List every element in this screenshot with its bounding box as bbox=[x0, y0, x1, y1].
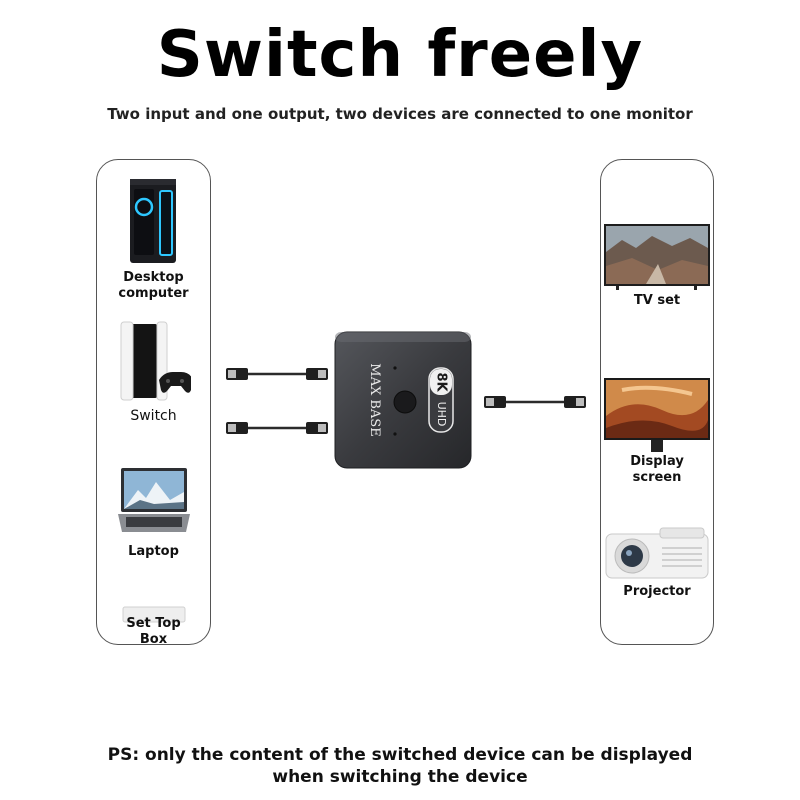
footer-line-1: PS: only the content of the switched dev… bbox=[107, 745, 693, 765]
device-switch: Switch bbox=[97, 408, 210, 424]
hdmi-cable-output bbox=[484, 396, 586, 408]
device-label: Display bbox=[630, 454, 684, 469]
device-label: Laptop bbox=[128, 544, 179, 559]
page-subtitle: Two input and one output, two devices ar… bbox=[107, 105, 693, 123]
device-label: Set Top bbox=[126, 616, 181, 631]
game-console-icon bbox=[120, 321, 191, 401]
monitor-icon bbox=[604, 378, 710, 452]
set-top-box-icon bbox=[122, 606, 186, 623]
device-display-screen: Display screen bbox=[601, 454, 713, 486]
svg-text:MAX BASE: MAX BASE bbox=[367, 363, 382, 436]
device-desktop-computer: Desktop computer bbox=[97, 270, 210, 302]
device-label: Box bbox=[139, 632, 168, 647]
output-devices-panel: TV set Display screen Projector bbox=[600, 159, 714, 645]
device-label: screen bbox=[632, 470, 682, 485]
device-set-top-box: Set Top Box bbox=[97, 616, 210, 648]
svg-text:8K: 8K bbox=[434, 372, 449, 392]
desktop-tower-icon bbox=[130, 179, 176, 263]
page-title: Switch freely bbox=[156, 18, 644, 92]
input-devices-panel: Desktop computer Switch Laptop Set Top B… bbox=[96, 159, 211, 648]
device-label: TV set bbox=[633, 293, 681, 308]
device-label: computer bbox=[118, 286, 189, 301]
brand-label: MAX BASE bbox=[367, 363, 382, 436]
device-projector: Projector bbox=[601, 584, 713, 600]
hdmi-switch-device: MAX BASE 8K UHD bbox=[334, 331, 472, 469]
hdmi-cable-input-1 bbox=[226, 368, 328, 380]
device-label: Switch bbox=[130, 408, 177, 424]
footer-note: PS: only the content of the switched dev… bbox=[0, 744, 800, 788]
footer-line-2: when switching the device bbox=[272, 767, 528, 787]
device-laptop: Laptop bbox=[97, 544, 210, 560]
svg-text:UHD: UHD bbox=[435, 402, 448, 427]
device-label: Projector bbox=[623, 584, 691, 599]
device-tv-set: TV set bbox=[601, 293, 713, 309]
tv-icon bbox=[604, 224, 710, 290]
device-label: Desktop bbox=[123, 270, 184, 285]
laptop-icon bbox=[118, 468, 190, 532]
input-cables bbox=[226, 368, 328, 434]
hdmi-cable-input-2 bbox=[226, 422, 328, 434]
8k-badge: 8K UHD bbox=[428, 367, 454, 433]
projector-icon bbox=[605, 527, 709, 579]
